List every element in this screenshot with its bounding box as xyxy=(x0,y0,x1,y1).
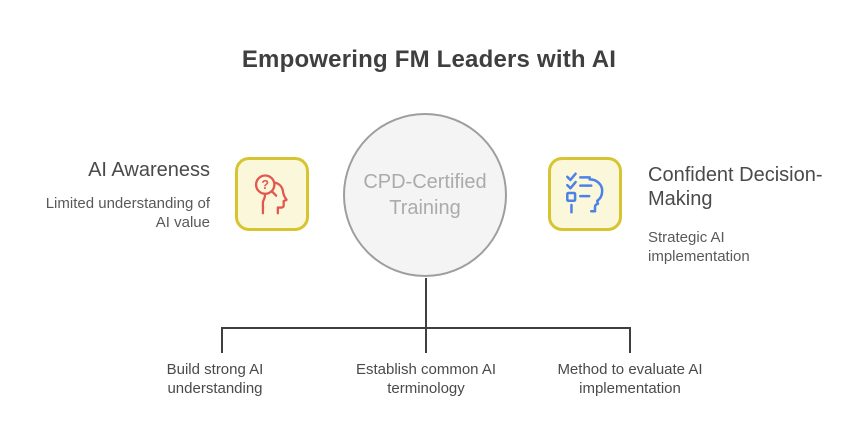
head-magnifier-question-icon: ? xyxy=(254,174,288,215)
connector-drop-left xyxy=(221,327,223,353)
connector-vertical-top xyxy=(425,278,427,328)
left-item-subtitle: Limited understanding of AI value xyxy=(45,195,210,232)
page-title: Empowering FM Leaders with AI xyxy=(241,46,617,73)
right-item-heading: Confident Decision-Making xyxy=(648,164,823,210)
outcome-label-3: Method to evaluate AI implementation xyxy=(557,361,703,397)
connector-drop-center xyxy=(425,327,427,353)
left-item-heading: AI Awareness xyxy=(88,159,210,181)
question-mark-glyph: ? xyxy=(261,178,269,192)
ai-awareness-icon-box: ? xyxy=(235,157,309,231)
head-checklist-icon xyxy=(566,172,604,214)
right-item-subtitle: Strategic AI implementation xyxy=(648,229,750,266)
connector-drop-right xyxy=(629,327,631,353)
decision-making-icon-box xyxy=(548,157,622,231)
center-circle-label: CPD-Certified Training xyxy=(363,171,487,219)
outcome-label-1: Build strong AI understanding xyxy=(166,361,264,397)
center-circle: CPD-Certified Training xyxy=(343,113,507,277)
outcome-label-2: Establish common AI terminology xyxy=(355,361,497,397)
